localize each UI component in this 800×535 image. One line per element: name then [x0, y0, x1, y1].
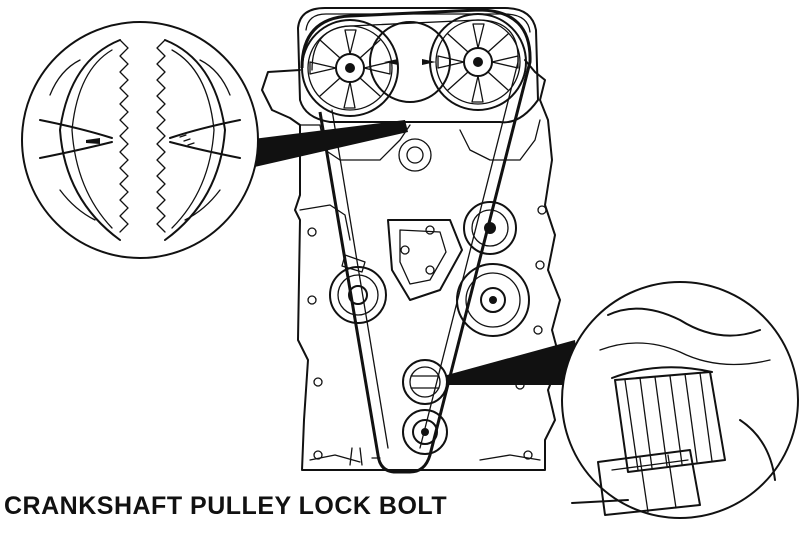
timing-mark-highlight	[369, 21, 451, 103]
engine-block	[261, 59, 561, 471]
tensioner-pulley	[329, 254, 387, 324]
crankshaft-pulley-lock-bolt-label: CRANKSHAFT PULLEY LOCK BOLT	[4, 492, 448, 520]
crankshaft-sprocket	[402, 359, 448, 405]
label-leader-line	[571, 499, 629, 504]
oil-pump	[387, 138, 463, 301]
timing-belt	[300, 8, 532, 474]
timing-mark-left	[384, 59, 398, 65]
water-pump-pulley	[456, 263, 530, 337]
camshaft-sprocket-right	[429, 13, 527, 111]
camshaft-sprocket-left	[301, 19, 399, 117]
timing-mark-right	[422, 59, 436, 65]
crankshaft-pulley-lock-bolt	[402, 409, 448, 455]
crankshaft-bolt-detail-circle	[447, 281, 799, 519]
idler-pulley	[463, 201, 517, 255]
timing-mark-detail-circle	[21, 21, 408, 259]
